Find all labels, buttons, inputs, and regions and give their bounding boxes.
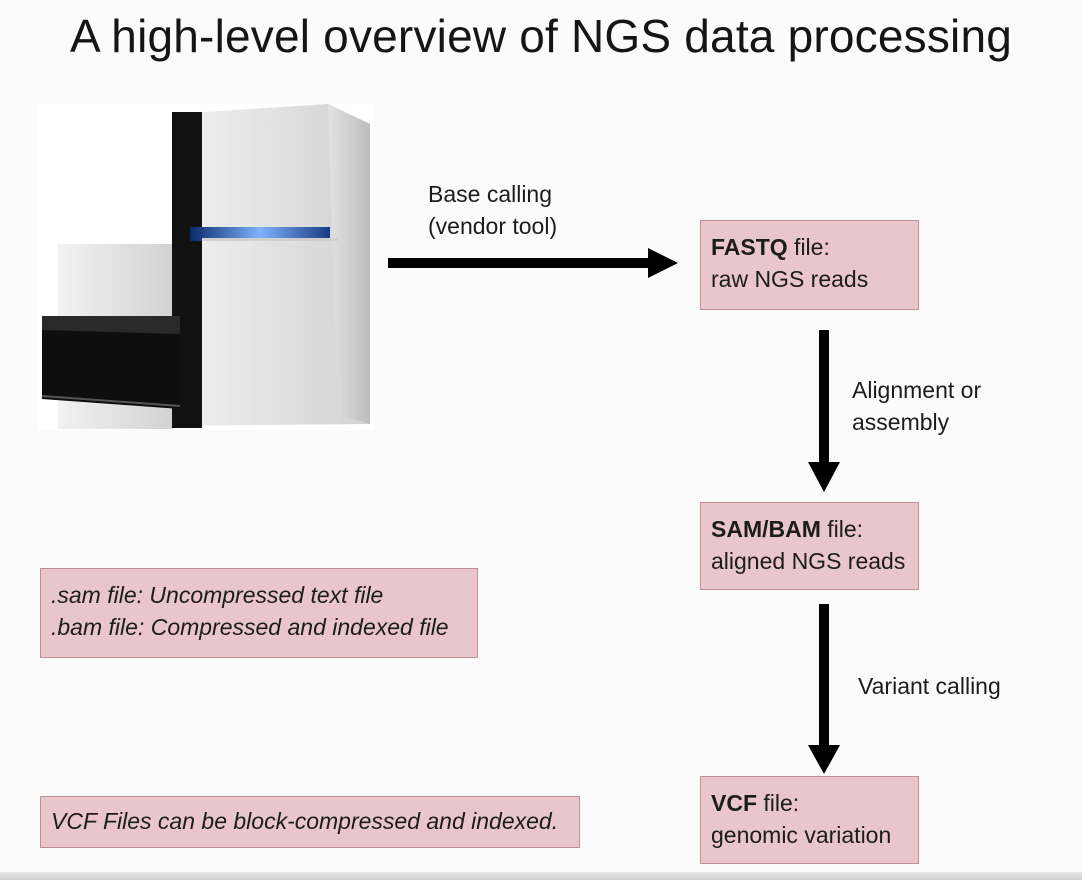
base-calling-line-1: Base calling [428,181,553,207]
fastq-file-name: FASTQ [711,234,788,260]
bam-note-line: .bam file: Compressed and indexed file [51,614,449,640]
variant-calling-label: Variant calling [858,673,1001,699]
arrow-variant-calling [808,604,840,774]
base-calling-label: Base calling (vendor tool) [428,178,557,242]
alignment-label: Alignment or assembly [852,374,981,438]
vcf-file-name: VCF [711,790,757,816]
alignment-line-1: Alignment or [852,377,982,403]
arrow-alignment [808,330,840,492]
sambam-file-heading: SAM/BAM file: [711,513,918,545]
slide-title: A high-level overview of NGS data proces… [69,10,1013,62]
sam-bam-note-box: .sam file: Uncompressed text file .bam f… [40,568,478,658]
vcf-file-heading: VCF file: [711,787,918,819]
sam-note-line: .sam file: Uncompressed text file [51,582,384,608]
sambam-file-box: SAM/BAM file: aligned NGS reads [700,502,919,590]
vcf-note-line: VCF Files can be block-compressed and in… [51,808,559,834]
vcf-file-box: VCF file: genomic variation [700,776,919,864]
ngs-sequencer-icon [38,104,374,430]
sambam-file-desc: aligned NGS reads [711,548,906,574]
arrow-base-calling [388,248,678,278]
fastq-file-heading: FASTQ file: [711,231,918,263]
sambam-file-suffix: file: [820,516,864,542]
vcf-note-box: VCF Files can be block-compressed and in… [40,796,580,848]
sambam-file-name: SAM/BAM [711,516,821,542]
base-calling-line-2: (vendor tool) [428,213,558,239]
fastq-file-desc: raw NGS reads [711,266,869,292]
bottom-edge [0,872,1082,880]
alignment-line-2: assembly [852,409,950,435]
vcf-file-suffix: file: [757,790,800,816]
fastq-file-box: FASTQ file: raw NGS reads [700,220,919,310]
fastq-file-suffix: file: [787,234,830,260]
vcf-file-desc: genomic variation [711,822,892,848]
